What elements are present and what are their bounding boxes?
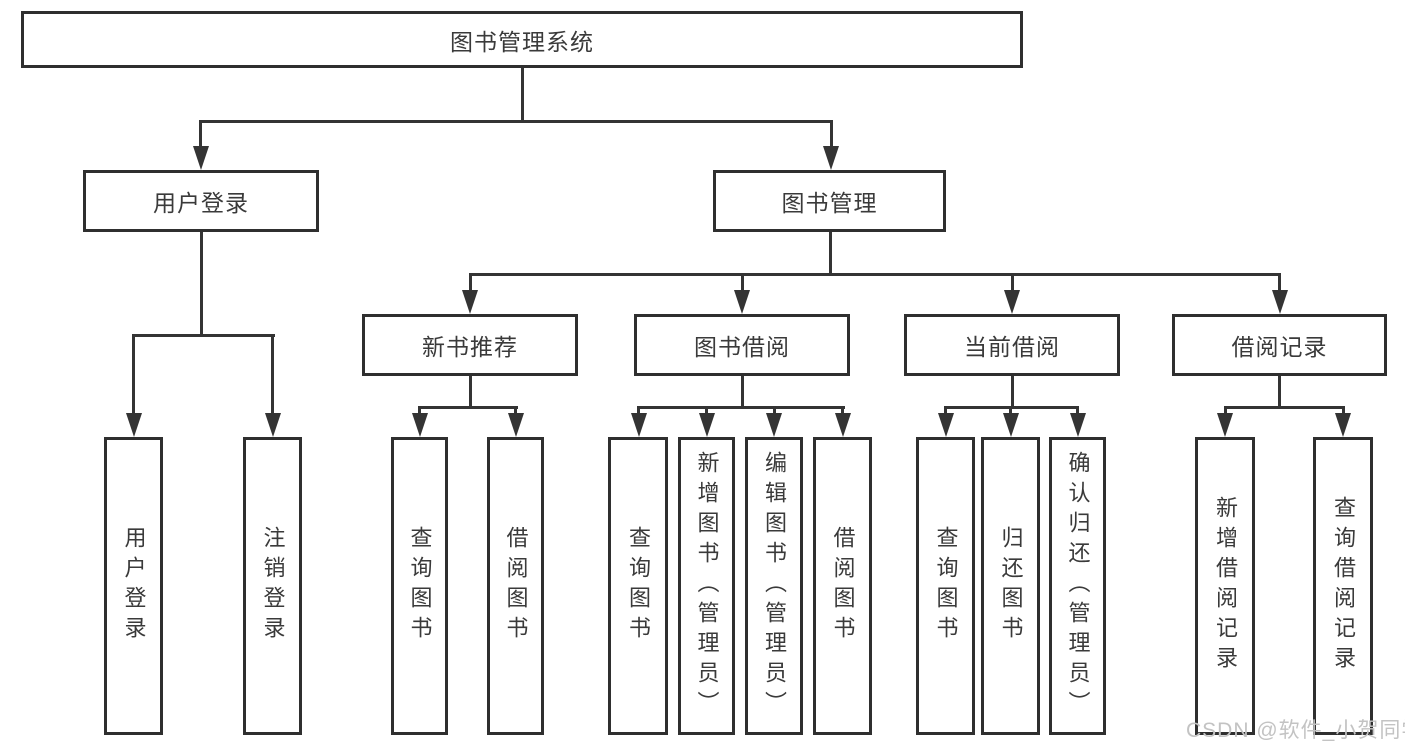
- node-book-management: 图书管理: [713, 170, 946, 232]
- connector-line: [1341, 406, 1345, 416]
- connector-line: [271, 334, 274, 416]
- leaf-query-books-current-label: 查询图书: [933, 526, 959, 646]
- connector-line: [198, 120, 833, 123]
- connector-line: [468, 273, 472, 293]
- leaf-borrow-books-label: 借阅图书: [830, 526, 856, 646]
- connector-line: [418, 406, 518, 409]
- connector-line: [520, 68, 524, 123]
- arrow-down-icon: [1004, 290, 1020, 314]
- leaf-confirm-return-admin-label: 确认归还（管理员）: [1065, 451, 1091, 721]
- connector-line: [636, 406, 845, 409]
- connector-line: [1010, 273, 1014, 293]
- leaf-query-books-recommend: 查询图书: [391, 437, 448, 735]
- leaf-query-books-borrow-label: 查询图书: [626, 526, 651, 646]
- leaf-return-books-label: 归还图书: [998, 526, 1024, 646]
- node-book-borrow: 图书借阅: [634, 314, 850, 376]
- arrow-down-icon: [411, 413, 428, 437]
- leaf-add-books-admin-label: 新增图书（管理员）: [694, 451, 720, 721]
- connector-line: [829, 120, 833, 152]
- connector-line: [944, 406, 947, 416]
- arrow-down-icon: [192, 146, 209, 170]
- connector-line: [1009, 406, 1012, 416]
- connector-line: [132, 334, 135, 416]
- arrow-down-icon: [1271, 290, 1288, 314]
- connector-line: [1223, 406, 1345, 409]
- connector-line: [705, 406, 708, 416]
- node-user-login: 用户登录: [83, 170, 319, 232]
- node-new-book-recommend: 新书推荐: [362, 314, 578, 376]
- leaf-edit-books-admin-label: 编辑图书（管理员）: [762, 451, 787, 721]
- leaf-query-books-current: 查询图书: [916, 437, 975, 735]
- connector-line: [468, 376, 472, 408]
- connector-line: [1010, 376, 1014, 408]
- arrow-down-icon: [698, 413, 715, 437]
- leaf-logout-label: 注销登录: [260, 526, 286, 646]
- leaf-user-login-label: 用户登录: [121, 526, 147, 646]
- leaf-query-books-recommend-label: 查询图书: [407, 526, 433, 646]
- connector-line: [772, 406, 776, 416]
- node-current-borrow: 当前借阅: [904, 314, 1120, 376]
- arrow-down-icon: [630, 413, 647, 437]
- connector-line: [468, 273, 1281, 276]
- arrow-down-icon: [1335, 413, 1351, 437]
- leaf-query-borrow-record-label: 查询借阅记录: [1331, 496, 1356, 676]
- node-new-book-recommend-label: 新书推荐: [422, 334, 518, 360]
- arrow-down-icon: [766, 413, 782, 437]
- connector-line: [514, 406, 517, 416]
- node-book-management-label: 图书管理: [781, 190, 878, 216]
- node-current-borrow-label: 当前借阅: [964, 334, 1060, 360]
- connector-line: [418, 406, 421, 416]
- arrow-down-icon: [734, 290, 750, 314]
- leaf-query-borrow-record: 查询借阅记录: [1313, 437, 1373, 735]
- node-borrow-records: 借阅记录: [1172, 314, 1387, 376]
- node-book-borrow-label: 图书借阅: [694, 334, 790, 360]
- node-borrow-records-label: 借阅记录: [1231, 334, 1328, 360]
- arrow-down-icon: [834, 413, 851, 437]
- arrow-down-icon: [125, 413, 142, 437]
- connector-line: [841, 406, 844, 416]
- connector-line: [132, 334, 275, 337]
- node-root: 图书管理系统: [21, 11, 1023, 68]
- leaf-add-books-admin: 新增图书（管理员）: [678, 437, 735, 735]
- node-user-login-label: 用户登录: [153, 190, 249, 216]
- connector-line: [1278, 273, 1281, 293]
- arrow-down-icon: [823, 146, 839, 170]
- arrow-down-icon: [1217, 413, 1233, 437]
- arrow-down-icon: [1002, 413, 1019, 437]
- arrow-down-icon: [1069, 413, 1086, 437]
- leaf-query-books-borrow: 查询图书: [608, 437, 668, 735]
- leaf-borrow-books-recommend: 借阅图书: [487, 437, 544, 735]
- connector-line: [740, 376, 744, 408]
- connector-line: [1076, 406, 1079, 416]
- leaf-borrow-books-recommend-label: 借阅图书: [503, 526, 529, 646]
- connector-line: [199, 120, 202, 152]
- connector-line: [199, 232, 203, 336]
- leaf-add-borrow-record: 新增借阅记录: [1195, 437, 1255, 735]
- arrow-down-icon: [507, 413, 524, 437]
- arrow-down-icon: [264, 413, 281, 437]
- watermark: CSDN @软件_小贺同学: [1186, 719, 1405, 742]
- node-root-label: 图书管理系统: [450, 28, 594, 55]
- leaf-user-login: 用户登录: [104, 437, 163, 735]
- leaf-return-books: 归还图书: [981, 437, 1040, 735]
- leaf-add-borrow-record-label: 新增借阅记录: [1213, 496, 1238, 676]
- connector-line: [828, 232, 832, 275]
- arrow-down-icon: [462, 290, 478, 314]
- connector-line: [740, 273, 744, 293]
- leaf-edit-books-admin: 编辑图书（管理员）: [745, 437, 803, 735]
- connector-line: [1223, 406, 1227, 416]
- connector-line: [636, 406, 640, 416]
- arrow-down-icon: [937, 413, 954, 437]
- leaf-logout: 注销登录: [243, 437, 302, 735]
- leaf-borrow-books: 借阅图书: [813, 437, 872, 735]
- connector-line: [1278, 376, 1281, 408]
- leaf-confirm-return-admin: 确认归还（管理员）: [1049, 437, 1106, 735]
